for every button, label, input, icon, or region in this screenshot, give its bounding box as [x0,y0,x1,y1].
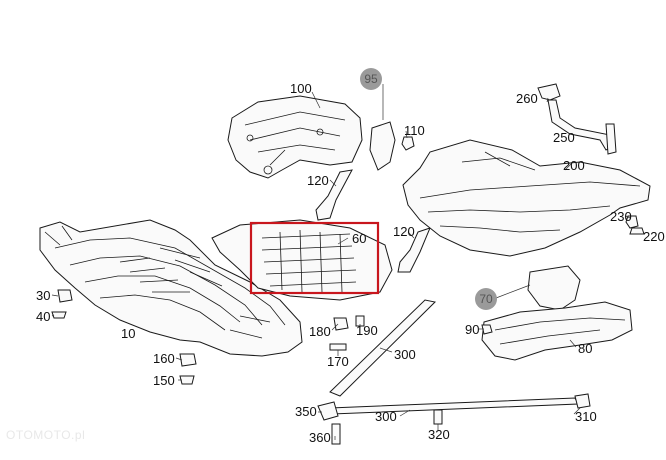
watermark: OTOMOTO.pl [6,428,86,442]
part-label-10: 10 [121,326,136,341]
bolt-360 [331,423,341,445]
clip-90 [481,324,493,335]
clip-110 [401,136,415,151]
fastener-30 [57,289,73,303]
part-label-100: 100 [290,81,312,96]
part-label-170: 170 [327,354,349,369]
part-label-350: 350 [295,404,317,419]
fitting-350 [317,401,339,421]
underbody-panel-10 [39,219,303,357]
fastener-170 [329,343,347,351]
part-label-300-lower: 300 [375,409,397,424]
strut-120-left [315,169,353,221]
part-label-260: 260 [516,91,538,106]
part-label-120-left: 120 [307,173,329,188]
part-label-250: 250 [553,130,575,145]
brace-rod-300-diagonal [329,299,437,397]
bracket-260 [537,83,561,101]
part-label-90: 90 [465,322,480,337]
leader-lines [51,84,631,440]
fastener-150 [179,375,195,385]
bracket-assembly-100 [227,95,363,179]
shield-95 [369,121,396,171]
fitting-310 [574,393,591,409]
fastener-40 [51,311,67,319]
assembly-80 [481,301,633,361]
bracket-end-250 [605,123,617,155]
fastener-160 [179,353,197,367]
part-label-60: 60 [352,231,367,246]
part-label-40: 40 [36,309,51,324]
part-label-360: 360 [309,430,331,445]
part-label-160: 160 [153,351,175,366]
part-label-300-upper: 300 [394,347,416,362]
part-label-110: 110 [404,123,425,138]
highlight-box-60 [249,221,380,295]
strut-120-right [397,227,431,273]
part-label-180: 180 [309,324,331,339]
underbody-panel-200 [402,139,651,257]
part-badge-95: 95 [360,68,382,90]
fastener-220 [629,227,645,235]
part-label-190: 190 [356,323,378,338]
center-panel-60 [211,219,393,301]
fastener-230 [625,215,639,229]
shield-70 [527,265,581,311]
fastener-190 [355,315,365,327]
part-label-120-right: 120 [393,224,415,239]
bolt-320 [433,409,443,425]
part-label-30: 30 [36,288,51,303]
brace-rod-300-horizontal [329,397,579,415]
part-badge-70: 70 [475,288,497,310]
part-label-220: 220 [643,229,665,244]
part-label-320: 320 [428,427,450,442]
part-label-80: 80 [578,341,593,356]
fastener-180 [333,317,349,331]
part-label-230: 230 [610,209,632,224]
part-label-150: 150 [153,373,175,388]
part-label-200: 200 [563,158,585,173]
part-label-310: 310 [575,409,597,424]
